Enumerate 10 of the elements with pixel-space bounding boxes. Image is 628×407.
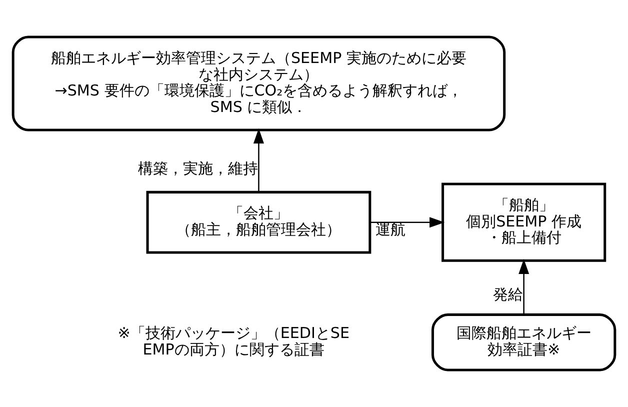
node-box: 「会社」 （船主，船舶管理会社） <box>146 190 372 254</box>
edge-label: 構築，実施，維持 <box>138 160 258 178</box>
arrow <box>253 128 264 192</box>
arrow <box>518 258 530 314</box>
node-box: 国際船舶エネルギー効率証書※ <box>431 313 616 372</box>
label: ※「技術パッケージ」（EEDIとSEEMPの両方）に関する証書 <box>118 324 350 358</box>
arrow <box>370 217 445 228</box>
node-box: 「船舶」 個別SEEMP 作成・船上備付 <box>442 182 606 262</box>
edge-label: 発給 <box>493 285 524 304</box>
node-box: 船舶エネルギー効率管理システム（SEEMP 実施のために必要な社内システム） →SMS 要件の「環境保護」にCO₂を含めるよう解釈すれば，SMS に類似． <box>12 36 506 132</box>
